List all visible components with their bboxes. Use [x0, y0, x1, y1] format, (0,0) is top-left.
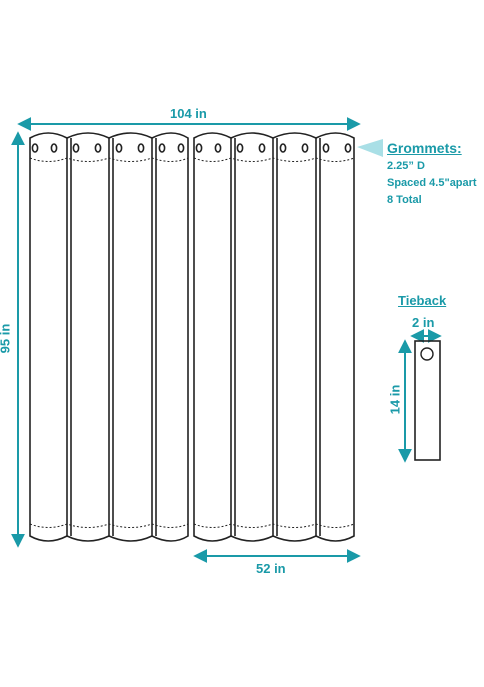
grommet-total: 8 Total [387, 194, 422, 206]
tieback-grommet [420, 347, 434, 361]
grommet [158, 143, 166, 153]
grommet [94, 143, 102, 153]
height-label: 95 in [0, 323, 13, 354]
grommet [50, 143, 58, 153]
right-panel-top-stitch [193, 157, 355, 162]
grommet [279, 143, 287, 153]
grommet [236, 143, 244, 153]
right-curtain-panel [193, 132, 355, 542]
tieback-length-label: 14 in [387, 384, 403, 415]
tieback-diagram [398, 329, 442, 463]
grommet [322, 143, 330, 153]
left-curtain-panel [29, 132, 189, 542]
grommet [115, 143, 123, 153]
grommet-callout-marker [357, 139, 383, 157]
grommet [195, 143, 203, 153]
grommet [177, 143, 185, 153]
grommet [31, 143, 39, 153]
tieback-outline [414, 340, 441, 461]
grommet [72, 143, 80, 153]
grommet [214, 143, 222, 153]
panel-width-label: 52 in [256, 561, 286, 576]
grommet-spacing: Spaced 4.5"apart [387, 177, 477, 189]
right-panel-bottom-stitch [193, 523, 355, 528]
tieback-heading: Tieback [398, 293, 447, 308]
grommet [137, 143, 145, 153]
grommets-heading: Grommets: [387, 140, 462, 156]
grommet [344, 143, 352, 153]
grommet [258, 143, 266, 153]
tieback-width-label: 2 in [412, 315, 435, 330]
right-panel-outline [193, 132, 355, 542]
total-width-label: 104 in [170, 106, 207, 121]
grommet [301, 143, 309, 153]
left-panel-outline [29, 132, 189, 542]
grommet-diameter: 2.25” D [387, 160, 425, 172]
